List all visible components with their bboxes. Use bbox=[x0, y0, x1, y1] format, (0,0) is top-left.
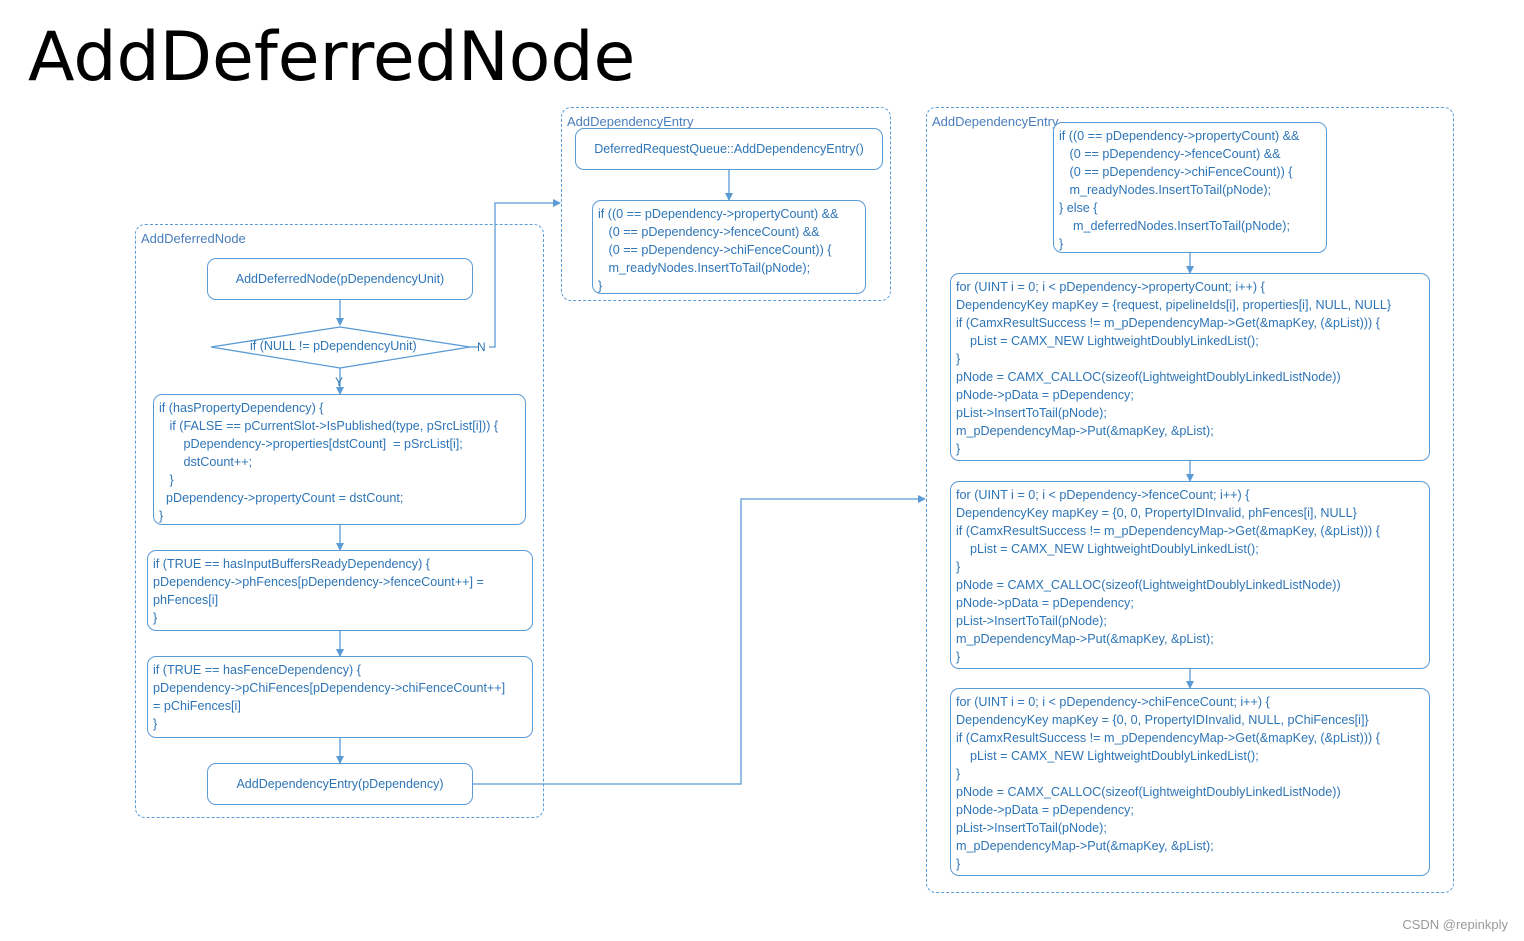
no-label: N bbox=[477, 340, 486, 354]
yes-label: Y bbox=[335, 375, 344, 389]
arrow-decision-no bbox=[489, 199, 561, 348]
code-line: (0 == pDependency->fenceCount) && bbox=[598, 225, 820, 239]
arrow-end-to-right bbox=[472, 495, 926, 785]
fence-dependency-block: if (TRUE == hasFenceDependency) { pDepend… bbox=[147, 656, 533, 738]
code-line: } bbox=[956, 857, 961, 871]
code-line: pNode->pData = pDependency; bbox=[956, 388, 1134, 402]
code-line: pDependency->properties[dstCount] = pSrc… bbox=[159, 437, 463, 451]
code-line: m_readyNodes.InsertToTail(pNode); bbox=[1059, 183, 1272, 197]
code-line: pDependency->pChiFences[pDependency->chi… bbox=[153, 681, 506, 695]
code-lines: if (TRUE == hasInputBuffersReadyDependen… bbox=[153, 555, 528, 627]
code-line: pList->InsertToTail(pNode); bbox=[956, 614, 1107, 628]
code-line: (0 == pDependency->chiFenceCount)) { bbox=[1059, 165, 1293, 179]
code-lines: for (UINT i = 0; i < pDependency->chiFen… bbox=[956, 693, 1425, 873]
code-line: m_pDependencyMap->Put(&mapKey, &pList); bbox=[956, 424, 1214, 438]
group-add-deferred-node: AddDeferredNode bbox=[135, 224, 544, 818]
code-line: m_readyNodes.InsertToTail(pNode); bbox=[598, 261, 811, 275]
input-buffers-block: if (TRUE == hasInputBuffersReadyDependen… bbox=[147, 550, 533, 631]
code-line: } bbox=[1059, 237, 1064, 251]
code-lines: if ((0 == pDependency->propertyCount) &&… bbox=[1059, 127, 1322, 253]
code-line: } bbox=[153, 611, 158, 625]
group-label: AddDependencyEntry bbox=[932, 114, 1059, 129]
code-line: for (UINT i = 0; i < pDependency->proper… bbox=[956, 280, 1265, 294]
code-line: pNode = CAMX_CALLOC(sizeof(LightweightDo… bbox=[956, 785, 1341, 799]
code-line: if (CamxResultSuccess != m_pDependencyMa… bbox=[956, 316, 1380, 330]
code-lines: if (TRUE == hasFenceDependency) { pDepend… bbox=[153, 661, 528, 733]
end-node: AddDependencyEntry(pDependency) bbox=[207, 763, 473, 805]
code-line: if (hasPropertyDependency) { bbox=[159, 401, 324, 415]
code-line: for (UINT i = 0; i < pDependency->chiFen… bbox=[956, 695, 1270, 709]
code-line: if ((0 == pDependency->propertyCount) && bbox=[1059, 129, 1300, 143]
code-line: pList = CAMX_NEW LightweightDoublyLinked… bbox=[956, 334, 1259, 348]
code-line: } bbox=[159, 509, 164, 523]
code-line: } bbox=[159, 473, 174, 487]
fence-loop-block: for (UINT i = 0; i < pDependency->fenceC… bbox=[950, 481, 1430, 669]
code-line: (0 == pDependency->fenceCount) && bbox=[1059, 147, 1281, 161]
code-line: } bbox=[598, 279, 603, 293]
code-line: } bbox=[956, 767, 961, 781]
code-line: (0 == pDependency->chiFenceCount)) { bbox=[598, 243, 832, 257]
property-loop-block: for (UINT i = 0; i < pDependency->proper… bbox=[950, 273, 1430, 461]
code-line: pDependency->phFences[pDependency->fence… bbox=[153, 575, 484, 589]
code-line: DependencyKey mapKey = {request, pipelin… bbox=[956, 298, 1392, 312]
code-line: } bbox=[956, 560, 961, 574]
group-add-dependency-entry-right: AddDependencyEntry bbox=[926, 107, 1454, 893]
code-lines: for (UINT i = 0; i < pDependency->fenceC… bbox=[956, 486, 1425, 666]
code-line: pNode = CAMX_CALLOC(sizeof(LightweightDo… bbox=[956, 370, 1341, 384]
code-line: } bbox=[956, 442, 961, 456]
code-line: m_deferredNodes.InsertToTail(pNode); bbox=[1059, 219, 1290, 233]
page-title: AddDeferredNode bbox=[28, 18, 636, 97]
code-lines: for (UINT i = 0; i < pDependency->proper… bbox=[956, 278, 1425, 458]
code-line: m_pDependencyMap->Put(&mapKey, &pList); bbox=[956, 839, 1214, 853]
code-line: if (FALSE == pCurrentSlot->IsPublished(t… bbox=[159, 419, 499, 433]
decision-label: if (NULL != pDependencyUnit) bbox=[250, 339, 417, 353]
code-line: if (TRUE == hasFenceDependency) { bbox=[153, 663, 361, 677]
code-line: if (CamxResultSuccess != m_pDependencyMa… bbox=[956, 731, 1380, 745]
chifence-loop-block: for (UINT i = 0; i < pDependency->chiFen… bbox=[950, 688, 1430, 876]
code-line: pNode->pData = pDependency; bbox=[956, 803, 1134, 817]
right-ready-or-deferred-block: if ((0 == pDependency->propertyCount) &&… bbox=[1053, 122, 1327, 253]
code-line: pNode = CAMX_CALLOC(sizeof(LightweightDo… bbox=[956, 578, 1341, 592]
code-line: pDependency->propertyCount = dstCount; bbox=[159, 491, 404, 505]
code-line: } bbox=[956, 352, 961, 366]
code-line: DependencyKey mapKey = {0, 0, PropertyID… bbox=[956, 506, 1357, 520]
code-lines: if (hasPropertyDependency) { if (FALSE =… bbox=[159, 399, 521, 525]
code-line: pList->InsertToTail(pNode); bbox=[956, 821, 1107, 835]
start-node: AddDeferredNode(pDependencyUnit) bbox=[207, 258, 473, 300]
group-add-dependency-entry-middle: AddDependencyEntry bbox=[561, 107, 891, 301]
code-line: pList = CAMX_NEW LightweightDoublyLinked… bbox=[956, 542, 1259, 556]
code-line: } else { bbox=[1059, 201, 1098, 215]
code-line: for (UINT i = 0; i < pDependency->fenceC… bbox=[956, 488, 1250, 502]
group-label: AddDeferredNode bbox=[141, 231, 246, 246]
code-line: } bbox=[956, 650, 961, 664]
code-line: if ((0 == pDependency->propertyCount) && bbox=[598, 207, 839, 221]
code-line: pList->InsertToTail(pNode); bbox=[956, 406, 1107, 420]
group-label: AddDependencyEntry bbox=[567, 114, 694, 129]
code-line: if (TRUE == hasInputBuffersReadyDependen… bbox=[153, 557, 430, 571]
code-line: if (CamxResultSuccess != m_pDependencyMa… bbox=[956, 524, 1380, 538]
code-line: } bbox=[153, 717, 158, 731]
code-line: DependencyKey mapKey = {0, 0, PropertyID… bbox=[956, 713, 1369, 727]
middle-header-node: DeferredRequestQueue::AddDependencyEntry… bbox=[575, 128, 883, 170]
property-dependency-block: if (hasPropertyDependency) { if (FALSE =… bbox=[153, 394, 526, 525]
code-line: m_pDependencyMap->Put(&mapKey, &pList); bbox=[956, 632, 1214, 646]
code-line: pNode->pData = pDependency; bbox=[956, 596, 1134, 610]
code-line: phFences[i] bbox=[153, 593, 219, 607]
code-line: = pChiFences[i] bbox=[153, 699, 241, 713]
code-line: pList = CAMX_NEW LightweightDoublyLinked… bbox=[956, 749, 1259, 763]
code-line: dstCount++; bbox=[159, 455, 253, 469]
middle-ready-block: if ((0 == pDependency->propertyCount) &&… bbox=[592, 200, 866, 294]
code-lines: if ((0 == pDependency->propertyCount) &&… bbox=[598, 205, 861, 295]
watermark: CSDN @repinkply bbox=[1402, 917, 1508, 932]
